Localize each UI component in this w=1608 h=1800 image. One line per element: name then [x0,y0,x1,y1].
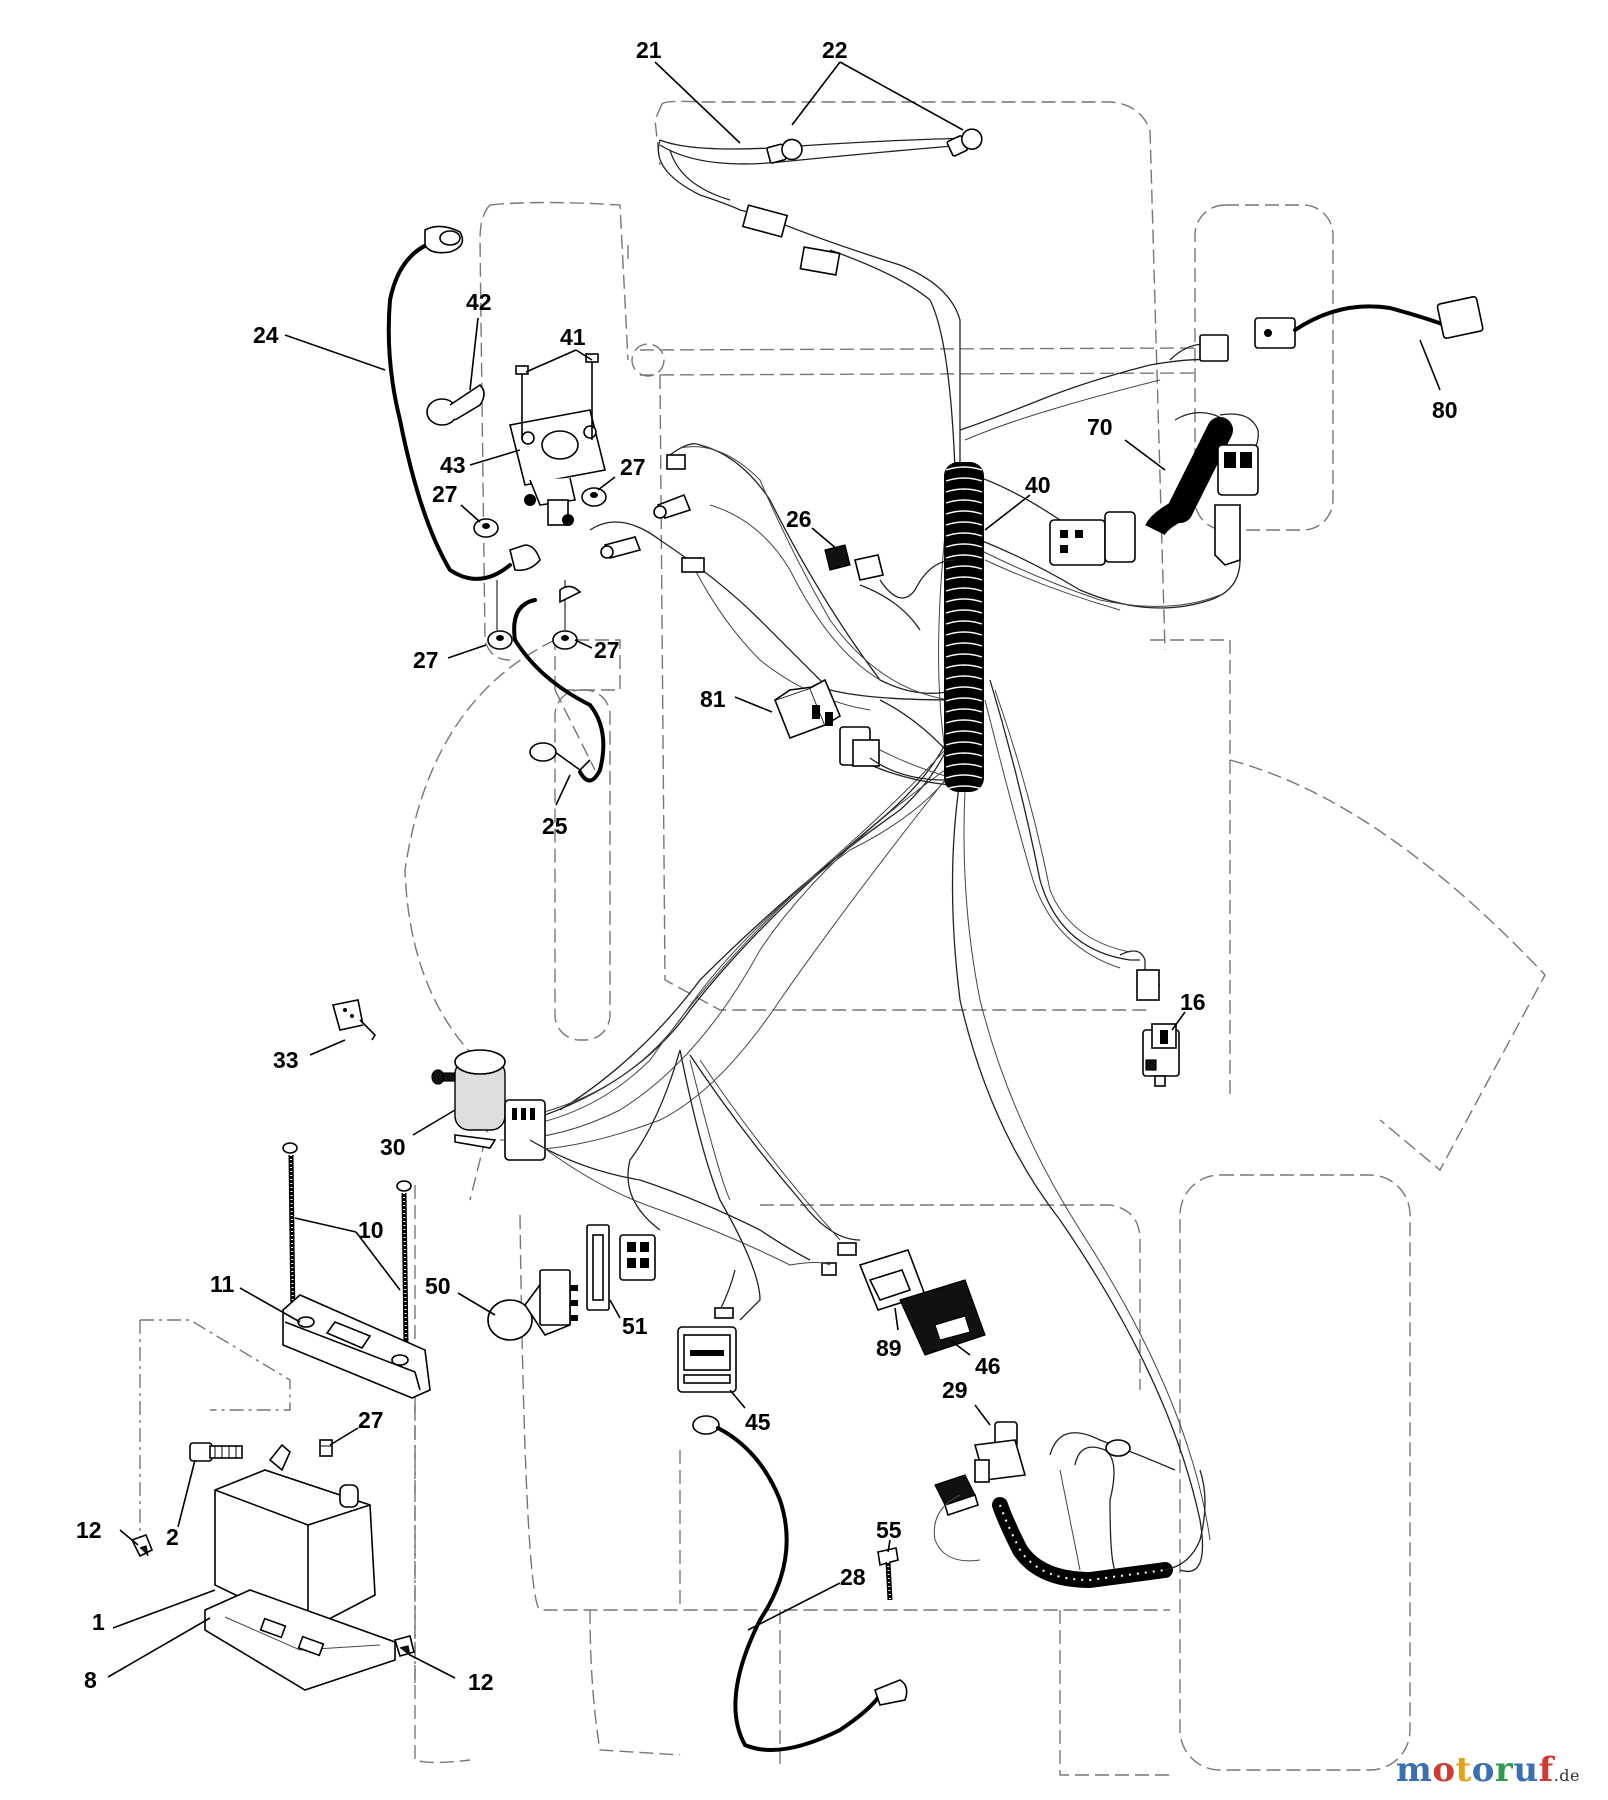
nuts-27 [473,487,607,650]
callout-26: 26 [786,506,812,532]
ignition-key-33 [331,999,377,1041]
terminal-boot-42 [426,383,485,426]
fuse-26 [824,544,956,599]
switch-bezel-51 [586,1224,656,1311]
battery-tray-8 [204,1589,396,1691]
connector-70-b [1217,444,1259,496]
callout-27a: 27 [620,454,646,480]
small-connectors-lower [821,1242,857,1276]
cable-80 [1169,295,1484,362]
connector-lower [934,1474,979,1517]
callout-51: 51 [622,1313,648,1339]
callout-42: 42 [466,289,492,315]
callout-21: 21 [636,37,662,63]
leader-lines [107,61,1441,1679]
callout-8: 8 [84,1667,97,1693]
callout-27c: 27 [413,647,439,673]
battery-1 [214,1443,376,1631]
cable-25 [512,585,606,783]
callout-30: 30 [380,1134,406,1160]
main-harness-wires [499,358,1241,1573]
callout-25: 25 [542,813,568,839]
callout-12a: 12 [76,1517,102,1543]
callout-2: 2 [166,1524,179,1550]
watermark-logo: motoruf.de [1395,1750,1580,1790]
connector-70-c [1214,504,1241,566]
bracket-89 [858,1249,927,1311]
callout-16: 16 [1180,989,1206,1015]
gauge-46 [899,1279,986,1356]
callout-labels: 21 22 42 41 24 43 27 27 27 27 40 70 80 2… [76,37,1458,1695]
callout-29: 29 [942,1377,968,1403]
callout-1: 1 [92,1609,105,1635]
callout-40: 40 [1025,472,1051,498]
callout-81: 81 [700,686,726,712]
callout-43: 43 [440,452,466,478]
callout-41: 41 [560,324,586,350]
ignition-switch-30 [431,1049,546,1161]
battery-holddown-11 [282,1294,431,1399]
callout-46: 46 [975,1353,1001,1379]
callout-80: 80 [1432,397,1458,423]
bolts-10 [282,1142,412,1346]
bolts-41 [515,353,599,440]
callout-28: 28 [840,1564,866,1590]
connector-70-a [1049,511,1136,566]
headlight-harness [657,128,983,471]
callout-22: 22 [822,37,848,63]
callout-33: 33 [273,1047,299,1073]
callout-27d: 27 [594,637,620,663]
solenoid-43 [509,409,606,526]
bolt-2 [189,1442,243,1462]
screw-55 [877,1547,899,1601]
headlight-bulb-right [946,128,983,157]
switch-29 [973,1421,1027,1483]
harness-loom-coil [944,462,984,792]
clips-12 [130,1533,415,1657]
callout-10: 10 [358,1217,384,1243]
callout-12b: 12 [468,1669,494,1695]
lower-coil [933,1432,1206,1589]
pto-switch-50 [487,1269,578,1341]
cable-24 [386,225,541,581]
callout-24: 24 [253,322,279,348]
callout-89: 89 [876,1335,902,1361]
switch-16 [1142,1023,1180,1087]
cable-28 [692,1415,908,1752]
callout-55: 55 [876,1517,902,1543]
callout-45: 45 [745,1409,771,1435]
callout-27b: 27 [432,481,458,507]
callout-11: 11 [210,1271,235,1297]
callout-27e: 27 [358,1407,384,1433]
headlight-bulb-left [766,138,803,164]
callout-50: 50 [425,1273,451,1299]
inline-connectors [600,454,705,573]
hour-meter-45 [677,1269,737,1393]
relay-81 [773,678,946,781]
callout-70: 70 [1087,414,1113,440]
lower-harness-branches [529,1049,861,1321]
nut-27-battery [319,1439,333,1457]
